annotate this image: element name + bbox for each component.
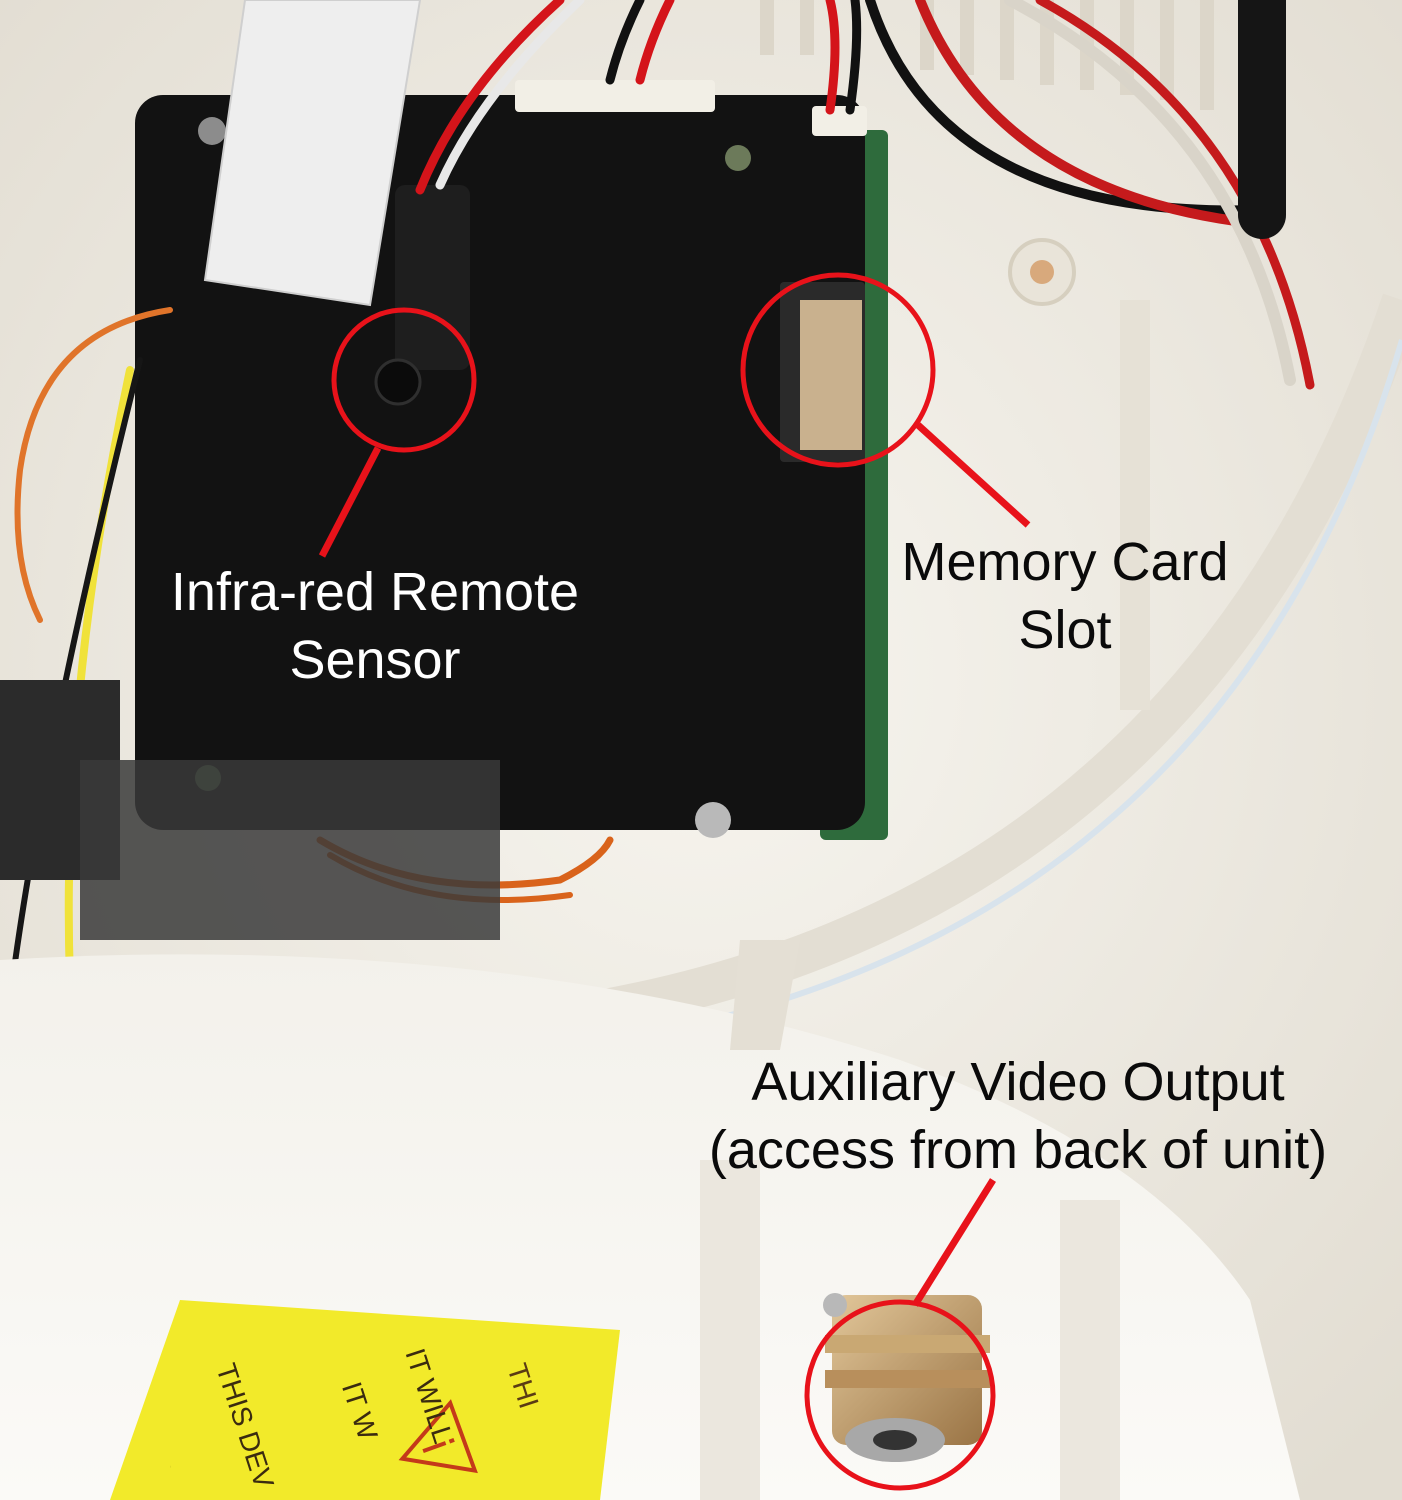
video-output-callout: Auxiliary Video Output (access from back… xyxy=(668,1048,1368,1184)
warning-fragment: S xyxy=(170,1452,178,1480)
housing-post xyxy=(700,1160,760,1500)
ir-sensor-pointer xyxy=(318,446,382,558)
callout-line: Sensor xyxy=(289,630,461,690)
screw xyxy=(725,145,751,171)
warning-label-text: THI IT WILL IT W THIS DEV S xyxy=(170,1330,590,1500)
callout-line: Slot xyxy=(1018,600,1112,660)
callout-line: Infra-red Remote xyxy=(170,562,580,622)
housing-rim-highlight xyxy=(619,339,1402,1043)
ir-sensor-module xyxy=(395,185,470,370)
screw-hole xyxy=(1030,260,1054,284)
callout-line: (access from back of unit) xyxy=(708,1120,1328,1180)
warning-fragment: THIS DEV xyxy=(210,1359,280,1493)
callout-line: Auxiliary Video Output xyxy=(751,1052,1285,1112)
ir-sensor-lens xyxy=(374,358,422,406)
screw xyxy=(198,117,226,145)
housing-post xyxy=(1060,1200,1120,1500)
warning-triangle-icon xyxy=(398,1399,478,1474)
memory-card-callout: Memory Card Slot xyxy=(865,528,1265,664)
video-output-callout-circle xyxy=(804,1299,996,1491)
screw xyxy=(695,802,731,838)
callout-line: Memory Card xyxy=(901,532,1229,592)
connector xyxy=(515,80,715,112)
video-output-pointer xyxy=(912,1178,996,1307)
connector xyxy=(812,106,867,136)
memory-card xyxy=(800,300,862,450)
shadow-area xyxy=(80,760,500,940)
ir-sensor-callout: Infra-red Remote Sensor xyxy=(125,558,625,694)
warning-fragment: IT W xyxy=(335,1378,384,1444)
video-jack xyxy=(823,1293,990,1462)
warning-fragment: THI xyxy=(501,1359,545,1413)
memory-card-callout-circle xyxy=(740,272,936,468)
housing-rib xyxy=(1120,300,1150,710)
ribbon-cable xyxy=(203,0,422,307)
warning-label xyxy=(110,1300,620,1500)
housing-clip xyxy=(730,940,800,1050)
memory-card-pointer xyxy=(915,422,1031,528)
warning-fragment: IT WILL xyxy=(399,1344,460,1448)
ir-sensor-callout-circle xyxy=(331,307,477,453)
callout-markers xyxy=(318,272,1031,1491)
